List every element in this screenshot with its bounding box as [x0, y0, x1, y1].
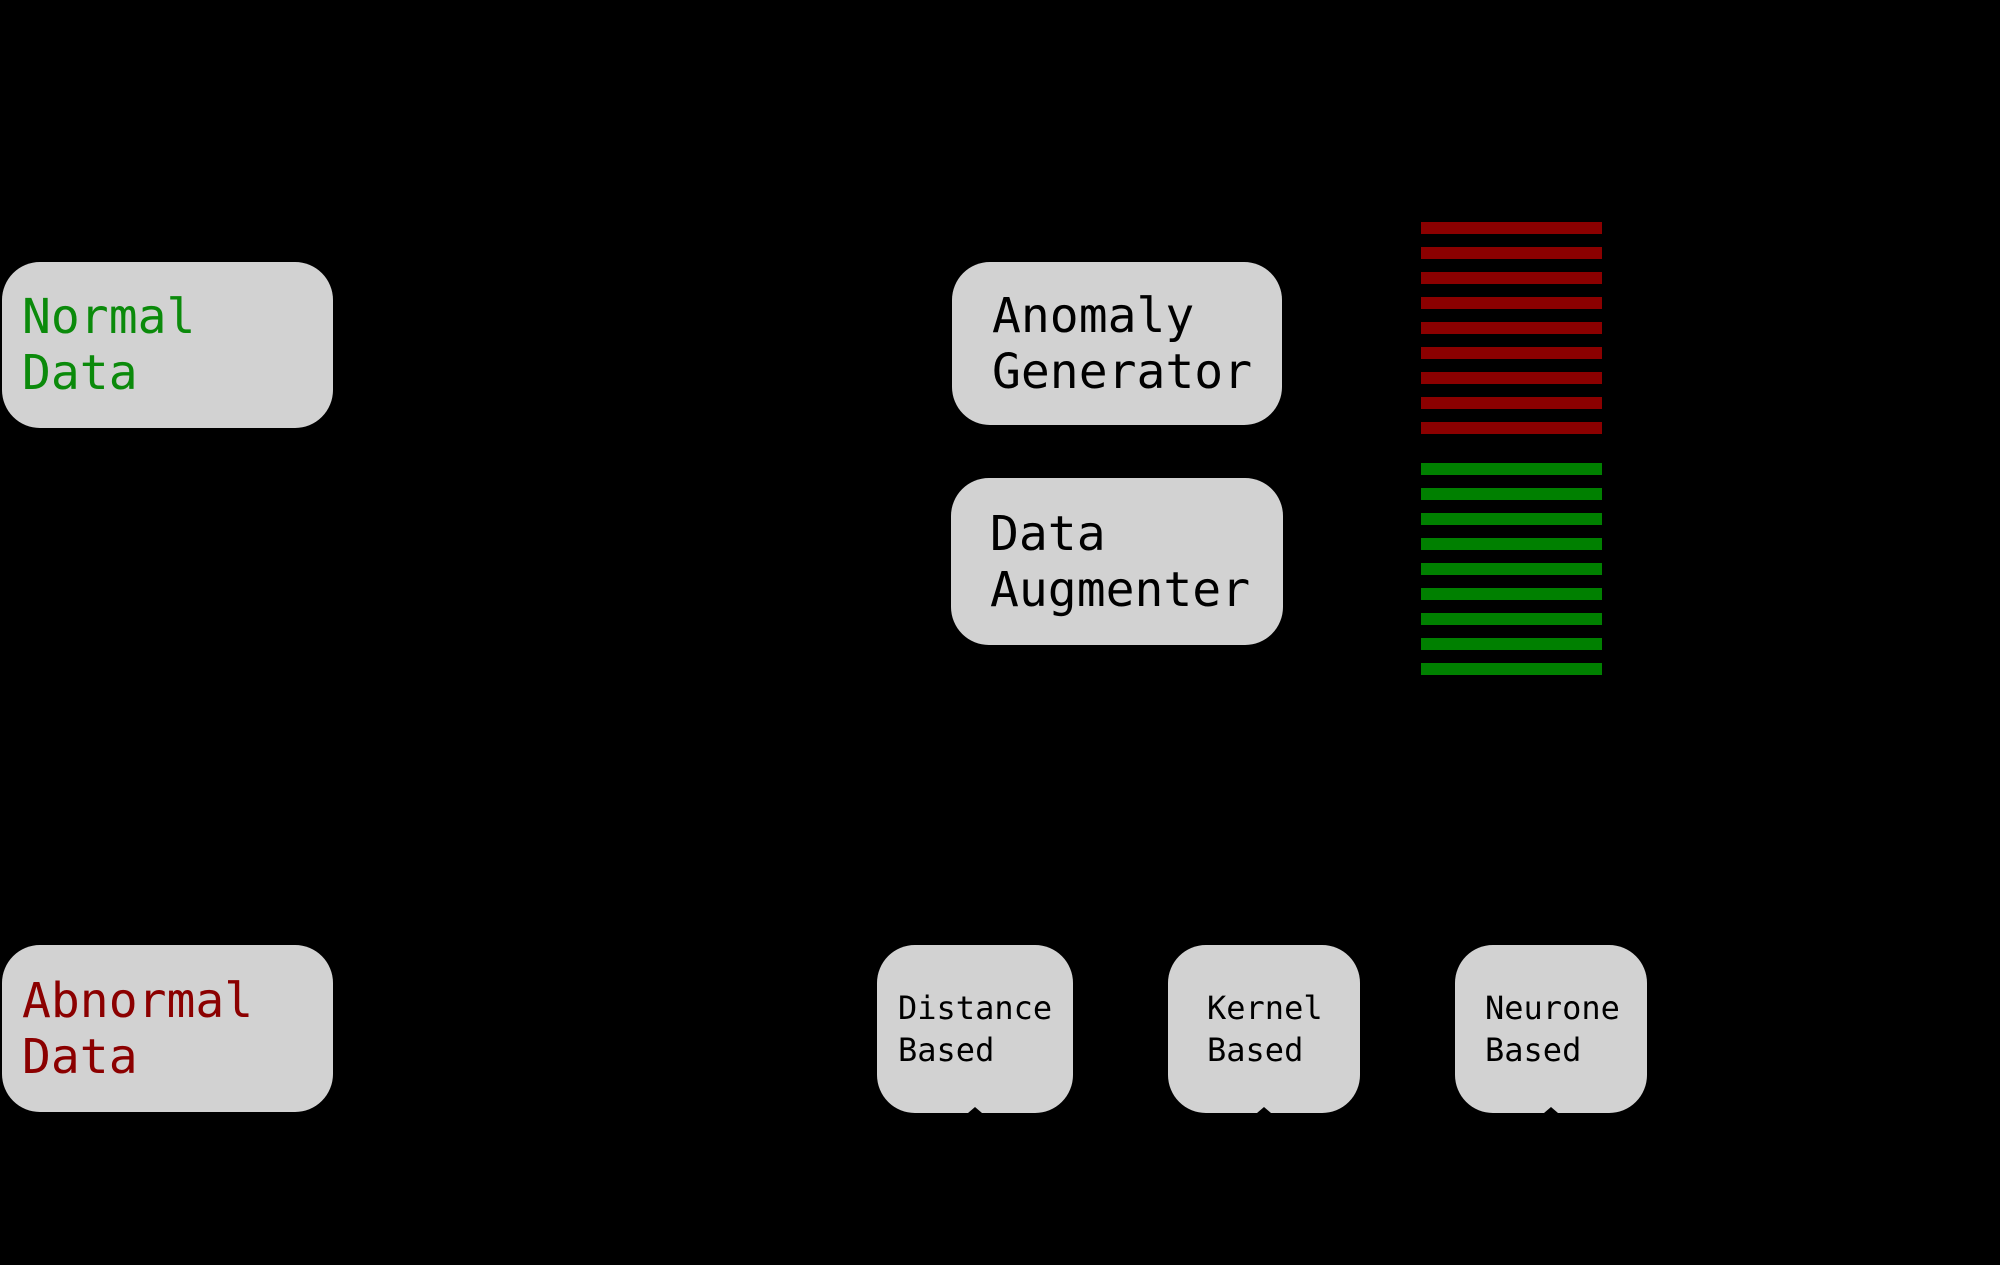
anomaly-generator-label: Anomaly Generator [992, 287, 1253, 400]
normal-data-stripe [1421, 488, 1602, 500]
abnormal-data-stripe [1421, 372, 1602, 384]
arrowhead-tip-icon [1257, 1107, 1271, 1113]
distance-based-box: Distance Based [877, 945, 1073, 1113]
normal-sample-stack [1421, 463, 1602, 675]
abnormal-data-stripe [1421, 397, 1602, 409]
normal-data-stripe [1421, 513, 1602, 525]
normal-data-box: Normal Data [2, 262, 333, 428]
abnormal-data-stripe [1421, 322, 1602, 334]
data-augmenter-box: Data Augmenter [951, 478, 1283, 645]
normal-data-stripe [1421, 588, 1602, 600]
neurone-based-label: Neurone Based [1485, 989, 1620, 1069]
anomaly-generator-box: Anomaly Generator [952, 262, 1282, 425]
abnormal-data-stripe [1421, 422, 1602, 434]
arrowhead-tip-icon [968, 1107, 982, 1113]
kernel-based-box: Kernel Based [1168, 945, 1360, 1113]
abnormal-data-stripe [1421, 347, 1602, 359]
arrowhead-tip-icon [1544, 1107, 1558, 1113]
abnormal-data-label: Abnormal Data [22, 972, 254, 1085]
distance-based-label: Distance Based [898, 989, 1053, 1069]
normal-data-stripe [1421, 663, 1602, 675]
normal-data-stripe [1421, 638, 1602, 650]
data-augmenter-label: Data Augmenter [990, 505, 1251, 618]
normal-data-stripe [1421, 563, 1602, 575]
kernel-based-label: Kernel Based [1207, 989, 1323, 1069]
abnormal-data-stripe [1421, 222, 1602, 234]
normal-data-label: Normal Data [22, 289, 196, 401]
abnormal-data-box: Abnormal Data [2, 945, 333, 1112]
abnormal-data-stripe [1421, 247, 1602, 259]
abnormal-data-stripe [1421, 297, 1602, 309]
abnormal-sample-stack [1421, 222, 1602, 434]
normal-data-stripe [1421, 613, 1602, 625]
normal-data-stripe [1421, 538, 1602, 550]
abnormal-data-stripe [1421, 272, 1602, 284]
neurone-based-box: Neurone Based [1455, 945, 1647, 1113]
normal-data-stripe [1421, 463, 1602, 475]
